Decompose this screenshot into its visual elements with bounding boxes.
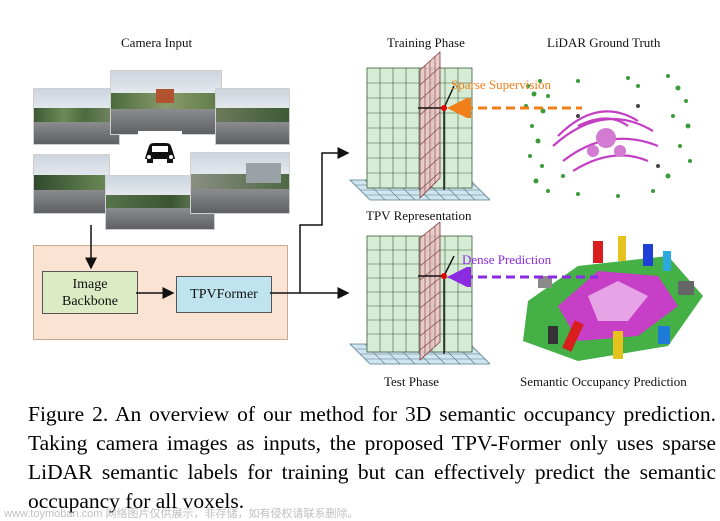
car-icon xyxy=(145,143,175,163)
query-point xyxy=(418,255,455,354)
tpv-grid-test xyxy=(349,222,490,365)
ego-car xyxy=(138,131,182,169)
test-phase-label: Test Phase xyxy=(384,374,440,389)
camera-image-back xyxy=(105,175,215,230)
image-backbone-block: Image Backbone xyxy=(42,271,138,314)
camera-image-front-left xyxy=(33,88,120,145)
dense-prediction-label: Dense Prediction xyxy=(462,252,552,267)
sparse-supervision-label: Sparse Supervision xyxy=(451,77,552,92)
tpv-side-plane xyxy=(419,222,441,361)
tpv-grid-training xyxy=(349,51,490,201)
tpv-side-plane xyxy=(419,51,441,199)
figure-caption: Figure 2. An overview of our method for … xyxy=(28,402,716,513)
query-point xyxy=(418,85,455,190)
dense-prediction-arrow xyxy=(447,267,598,287)
tpv-front-plane xyxy=(366,67,473,189)
watermark: www.toymoban.com 网络图片仅供展示，非存储，如有侵权请联系删除。 xyxy=(4,508,359,520)
lidar-point-cloud xyxy=(524,74,692,198)
camera-image-back-right xyxy=(190,152,290,214)
semantic-occupancy-prediction-label: Semantic Occupancy Prediction xyxy=(520,374,687,389)
training-phase-title: Training Phase xyxy=(387,35,465,50)
camera-image-front-right xyxy=(215,88,290,145)
sparse-supervision-arrow xyxy=(447,98,582,118)
tpv-representation-label: TPV Representation xyxy=(366,208,472,223)
camera-input-title: Camera Input xyxy=(121,35,193,50)
lidar-ground-truth-title: LiDAR Ground Truth xyxy=(547,35,661,50)
semantic-occupancy-voxels xyxy=(523,236,703,361)
camera-image-back-left xyxy=(33,154,110,214)
tpvformer-block: TPVFormer xyxy=(176,276,272,313)
pipeline-arrows xyxy=(85,147,350,299)
tpv-front-plane xyxy=(366,235,473,353)
